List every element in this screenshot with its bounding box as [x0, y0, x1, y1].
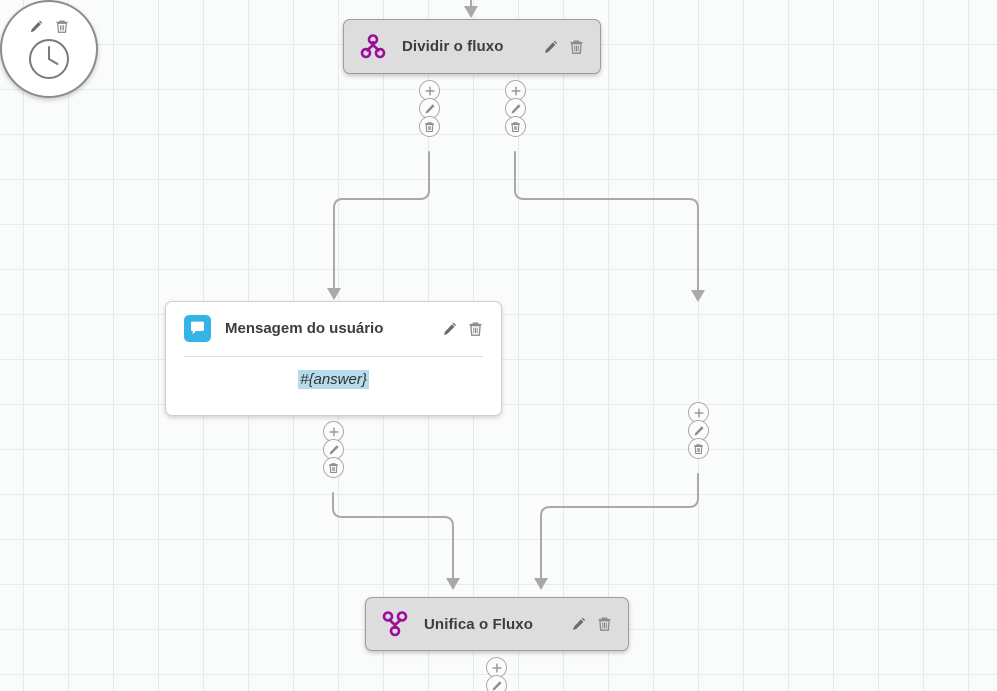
- port-stack-clock-out[interactable]: [688, 402, 709, 459]
- port-stack-split-right[interactable]: [505, 80, 526, 137]
- edit-icon[interactable]: [442, 320, 458, 337]
- edge-message-to-merge: [332, 492, 460, 590]
- node-actions: [442, 320, 483, 337]
- node-mensagem-do-usuario[interactable]: Mensagem do usuário: [165, 301, 502, 416]
- delete-connection-button[interactable]: [323, 457, 344, 478]
- edit-connection-button[interactable]: [486, 675, 507, 691]
- message-node-header: Mensagem do usuário: [166, 302, 501, 342]
- node-dividir-o-fluxo[interactable]: Dividir o fluxo: [343, 19, 601, 74]
- edit-connection-button[interactable]: [419, 98, 440, 119]
- delete-icon[interactable]: [568, 38, 584, 55]
- add-node-button[interactable]: [419, 80, 440, 101]
- add-node-button[interactable]: [486, 657, 507, 678]
- delete-connection-button[interactable]: [419, 116, 440, 137]
- edge-split-to-clock: [514, 151, 705, 302]
- clock-icon: [27, 37, 71, 86]
- delete-connection-button[interactable]: [688, 438, 709, 459]
- node-actions: [571, 616, 612, 633]
- node-actions: [543, 38, 584, 55]
- message-variable-token: #{answer}: [298, 370, 369, 389]
- delete-icon[interactable]: [54, 18, 70, 35]
- edit-icon[interactable]: [543, 38, 559, 55]
- node-title: Unifica o Fluxo: [424, 615, 534, 633]
- node-actions: [28, 18, 70, 35]
- merge-flow-icon: [382, 610, 408, 638]
- node-title: Dividir o fluxo: [402, 38, 504, 55]
- edit-icon[interactable]: [571, 616, 587, 633]
- edit-icon[interactable]: [28, 18, 44, 35]
- chat-bubble-icon: [184, 315, 211, 342]
- message-node-body: #{answer}: [166, 357, 501, 389]
- delete-connection-button[interactable]: [505, 116, 526, 137]
- node-title: Mensagem do usuário: [225, 320, 384, 337]
- port-stack-split-left[interactable]: [419, 80, 440, 137]
- split-flow-icon: [360, 33, 386, 60]
- edge-clock-to-merge: [534, 473, 699, 590]
- edge-split-to-message: [327, 151, 430, 300]
- node-unifica-o-fluxo[interactable]: Unifica o Fluxo: [365, 597, 629, 651]
- port-stack-message-out[interactable]: [323, 421, 344, 478]
- divider: [184, 356, 483, 357]
- edge-entry-to-split: [464, 0, 478, 18]
- port-stack-merge-out[interactable]: [486, 657, 507, 691]
- delete-icon[interactable]: [596, 616, 612, 633]
- node-delay-clock[interactable]: [0, 0, 98, 98]
- delete-icon[interactable]: [467, 320, 483, 337]
